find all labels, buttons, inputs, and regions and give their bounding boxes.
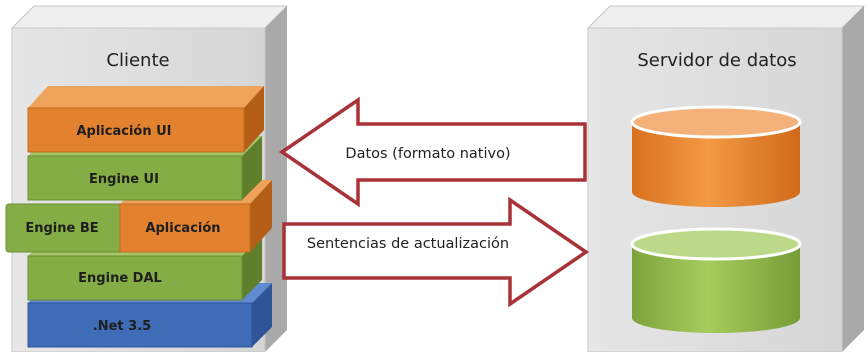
aplicacion-ui-layer: Aplicación UI: [27, 86, 264, 153]
engine-be-layer: Engine BE: [5, 203, 129, 253]
engine-be-label: Engine BE: [25, 221, 98, 236]
arrow-to-client-label: Datos (formato nativo): [345, 146, 510, 162]
engine-ui-label: Engine UI: [89, 172, 159, 187]
net-layer-label: .Net 3.5: [93, 319, 151, 334]
green-database: [630, 227, 802, 333]
engine-dal-label: Engine DAL: [78, 271, 162, 286]
server-title: Servidor de datos: [637, 50, 796, 71]
client-title: Cliente: [106, 50, 169, 71]
orange-database: [630, 105, 802, 207]
aplicacion-label: Aplicación: [145, 221, 220, 236]
arrow-to-client: Datos (formato nativo): [278, 96, 587, 208]
aplicacion-ui-label: Aplicación UI: [76, 124, 171, 139]
arrow-to-server-label: Sentencias de actualización: [307, 236, 509, 252]
arrow-to-server: Sentencias de actualización: [282, 196, 590, 308]
